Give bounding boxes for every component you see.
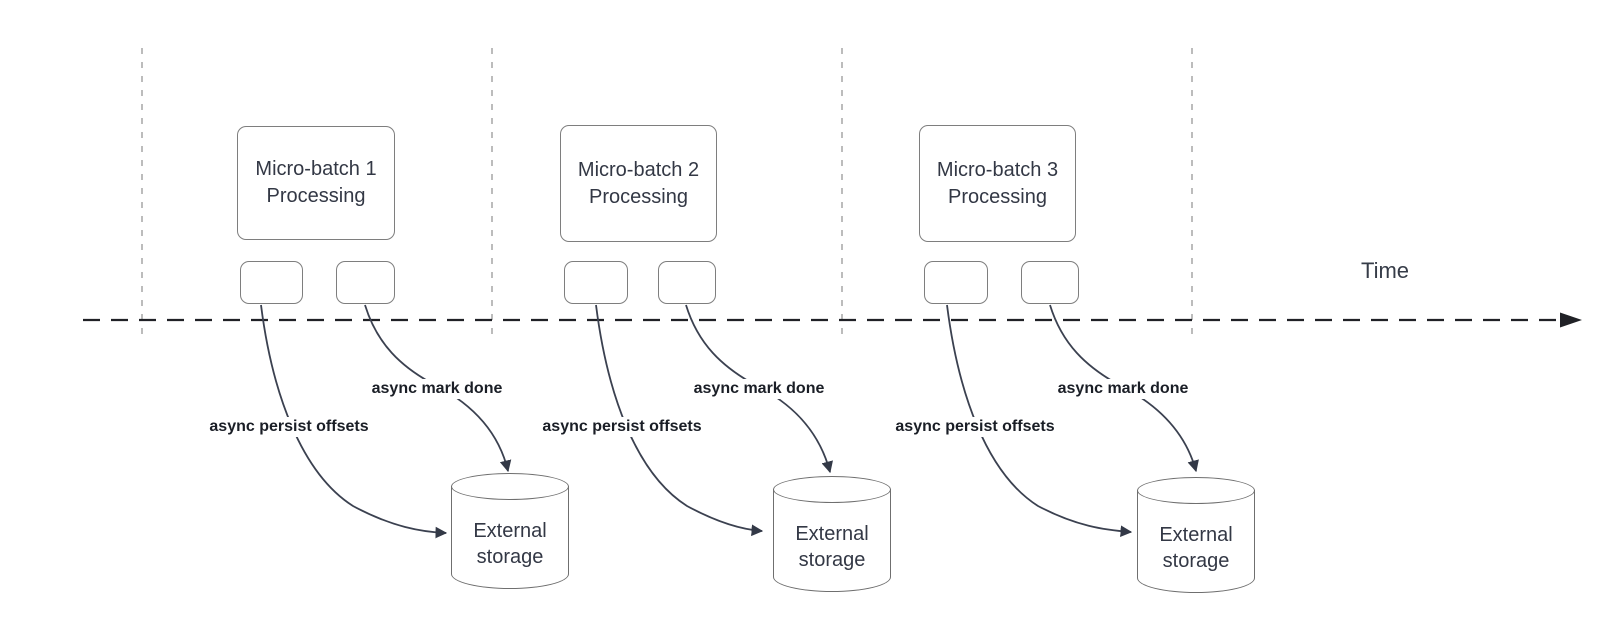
micro-batch-1-task-box-right <box>336 261 395 304</box>
micro-batch-2-box: Micro-batch 2 Processing <box>560 125 717 242</box>
async-persist-offsets-arrow-1 <box>260 304 448 539</box>
external-storage-label-2: External storage <box>795 523 869 571</box>
cylinder-top-ellipse <box>1137 477 1255 504</box>
micro-batch-3-box: Micro-batch 3 Processing <box>919 125 1076 242</box>
micro-batch-3-task-box-left <box>924 261 988 304</box>
async-persist-offsets-label-1: async persist offsets <box>205 417 373 437</box>
micro-batch-3-task-box-right <box>1021 261 1079 304</box>
async-persist-offsets-label-3: async persist offsets <box>891 417 1059 437</box>
external-storage-label-1: External storage <box>473 520 547 568</box>
micro-batch-1-box: Micro-batch 1 Processing <box>237 126 395 240</box>
time-axis-arrowhead-icon <box>1560 312 1582 328</box>
cylinder-body <box>451 486 569 589</box>
async-persist-offsets-label-2: async persist offsets <box>538 417 706 437</box>
cylinder-top-ellipse <box>773 476 891 503</box>
async-persist-offsets-arrow-3 <box>946 304 1133 538</box>
micro-batch-2-task-box-right <box>658 261 716 304</box>
async-mark-done-label-1: async mark done <box>367 379 507 399</box>
external-storage-label-3: External storage <box>1159 524 1233 572</box>
time-axis-label: Time <box>1360 258 1410 283</box>
async-persist-offsets-arrow-2 <box>595 304 764 537</box>
async-mark-done-label-3: async mark done <box>1053 379 1193 399</box>
micro-batch-2-task-box-left <box>564 261 628 304</box>
cylinder-body <box>773 489 891 592</box>
async-mark-done-label-2: async mark done <box>689 379 829 399</box>
cylinder-top-ellipse <box>451 473 569 500</box>
micro-batch-1-task-box-left <box>240 261 303 304</box>
external-storage-cylinder-3: External storage <box>1137 477 1255 593</box>
external-storage-cylinder-2: External storage <box>773 476 891 592</box>
external-storage-cylinder-1: External storage <box>451 473 569 589</box>
cylinder-body <box>1137 490 1255 593</box>
